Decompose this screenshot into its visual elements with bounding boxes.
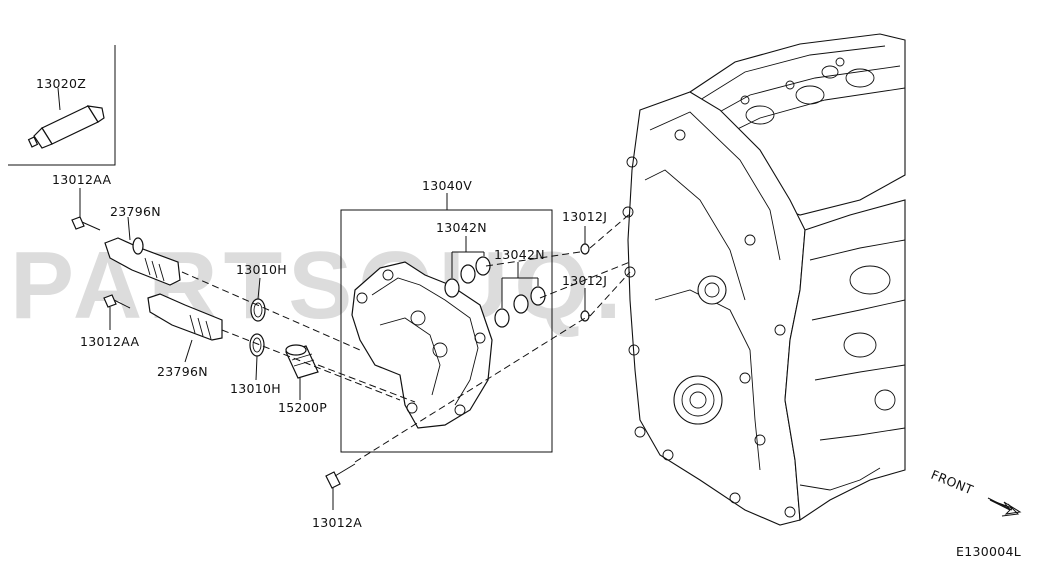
label-13010H-bottom: 13010H bbox=[230, 381, 281, 396]
sealant-tube bbox=[27, 105, 105, 149]
o-rings-13042N-left bbox=[444, 256, 491, 298]
bolt-13012AA-bottom bbox=[103, 294, 131, 309]
label-13012J-top: 13012J bbox=[562, 209, 607, 224]
label-13020Z: 13020Z bbox=[36, 76, 86, 91]
o-ring-13010H-top bbox=[250, 298, 266, 322]
solenoid-valve-top bbox=[104, 237, 181, 286]
label-13042N-left: 13042N bbox=[436, 220, 487, 235]
label-23796N-bottom: 23796N bbox=[157, 364, 208, 379]
sealant-inset bbox=[8, 45, 116, 166]
label-15200P: 15200P bbox=[278, 400, 327, 415]
label-13012A: 13012A bbox=[312, 515, 362, 530]
label-13012AA-bottom: 13012AA bbox=[80, 334, 139, 349]
solenoid-valve-bottom bbox=[147, 293, 223, 341]
bolt-13012A bbox=[325, 463, 356, 489]
label-13012J-bottom: 13012J bbox=[562, 273, 607, 288]
label-13012AA-top: 13012AA bbox=[52, 172, 111, 187]
engine-block bbox=[622, 33, 906, 526]
label-13040V: 13040V bbox=[422, 178, 472, 193]
bolt-13012AA-top bbox=[71, 216, 101, 231]
oil-filter-15200P bbox=[285, 344, 319, 379]
front-direction-indicator: FRONT bbox=[929, 467, 1022, 517]
assembly-lines bbox=[181, 211, 633, 463]
valve-timing-cover-13040V bbox=[351, 261, 493, 429]
leader-lines bbox=[79, 188, 586, 510]
front-label: FRONT bbox=[929, 467, 976, 497]
diagram-code: E130004L bbox=[956, 544, 1021, 559]
label-23796N-top: 23796N bbox=[110, 204, 161, 219]
o-ring-13010H-bottom bbox=[249, 333, 265, 357]
label-13010H-top: 13010H bbox=[236, 262, 287, 277]
label-13042N-right: 13042N bbox=[494, 247, 545, 262]
o-rings-13042N-right bbox=[494, 286, 546, 328]
seal-13012J-top bbox=[580, 243, 590, 255]
